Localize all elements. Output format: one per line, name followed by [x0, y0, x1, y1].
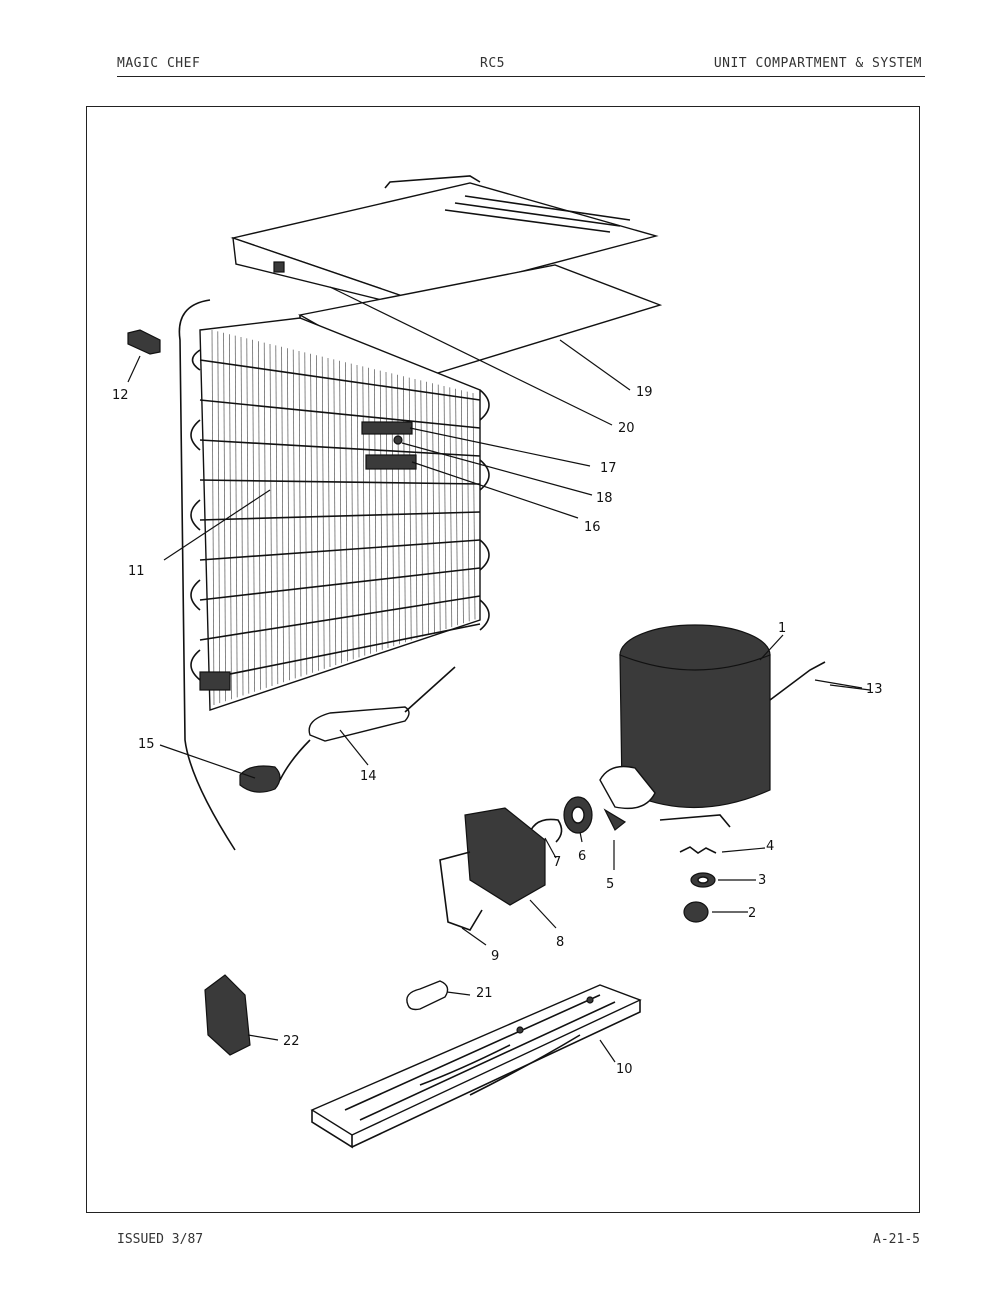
top-panel	[230, 175, 659, 309]
callout-19: 19	[636, 385, 653, 400]
part-15	[239, 765, 281, 793]
compressor	[599, 624, 826, 831]
header-section: UNIT COMPARTMENT & SYSTEM	[713, 56, 922, 71]
part-7	[527, 818, 563, 843]
callout-13: 13	[866, 682, 883, 697]
footer-page-number: A-21-5	[873, 1232, 920, 1247]
part-14	[279, 666, 456, 781]
callout-12: 12	[112, 388, 129, 403]
callout-22: 22	[283, 1034, 300, 1049]
footer-issued: ISSUED 3/87	[117, 1232, 204, 1247]
callout-18: 18	[596, 491, 613, 506]
part-9	[439, 851, 483, 931]
callout-11: 11	[128, 564, 145, 579]
callout-17: 17	[600, 461, 617, 476]
header-model: RC5	[480, 56, 505, 71]
callout-5: 5	[606, 877, 614, 892]
part-2	[683, 901, 709, 923]
part-4	[679, 846, 717, 854]
callout-16: 16	[584, 520, 601, 535]
base-pan	[310, 984, 642, 1149]
callout-15: 15	[138, 737, 155, 752]
leader-lines	[127, 286, 871, 1063]
callout-20: 20	[618, 421, 635, 436]
part-8	[464, 807, 546, 906]
condenser-coil	[178, 299, 490, 851]
header-rule	[117, 76, 925, 77]
callout-3: 3	[758, 873, 766, 888]
callout-4: 4	[766, 839, 774, 854]
callout-6: 6	[578, 849, 586, 864]
part-12	[127, 329, 161, 355]
callout-2: 2	[748, 906, 756, 921]
callout-14: 14	[360, 769, 377, 784]
part-6	[563, 796, 593, 834]
part-22	[204, 974, 251, 1056]
callout-8: 8	[556, 935, 564, 950]
callout-10: 10	[616, 1062, 633, 1077]
part-3	[690, 872, 716, 888]
diagram-frame	[86, 106, 920, 1213]
header-brand: MAGIC CHEF	[117, 56, 201, 71]
callout-9: 9	[491, 949, 499, 964]
callout-1: 1	[778, 621, 786, 636]
part-21	[406, 980, 449, 1011]
callout-21: 21	[476, 986, 493, 1001]
callout-7: 7	[553, 855, 561, 870]
